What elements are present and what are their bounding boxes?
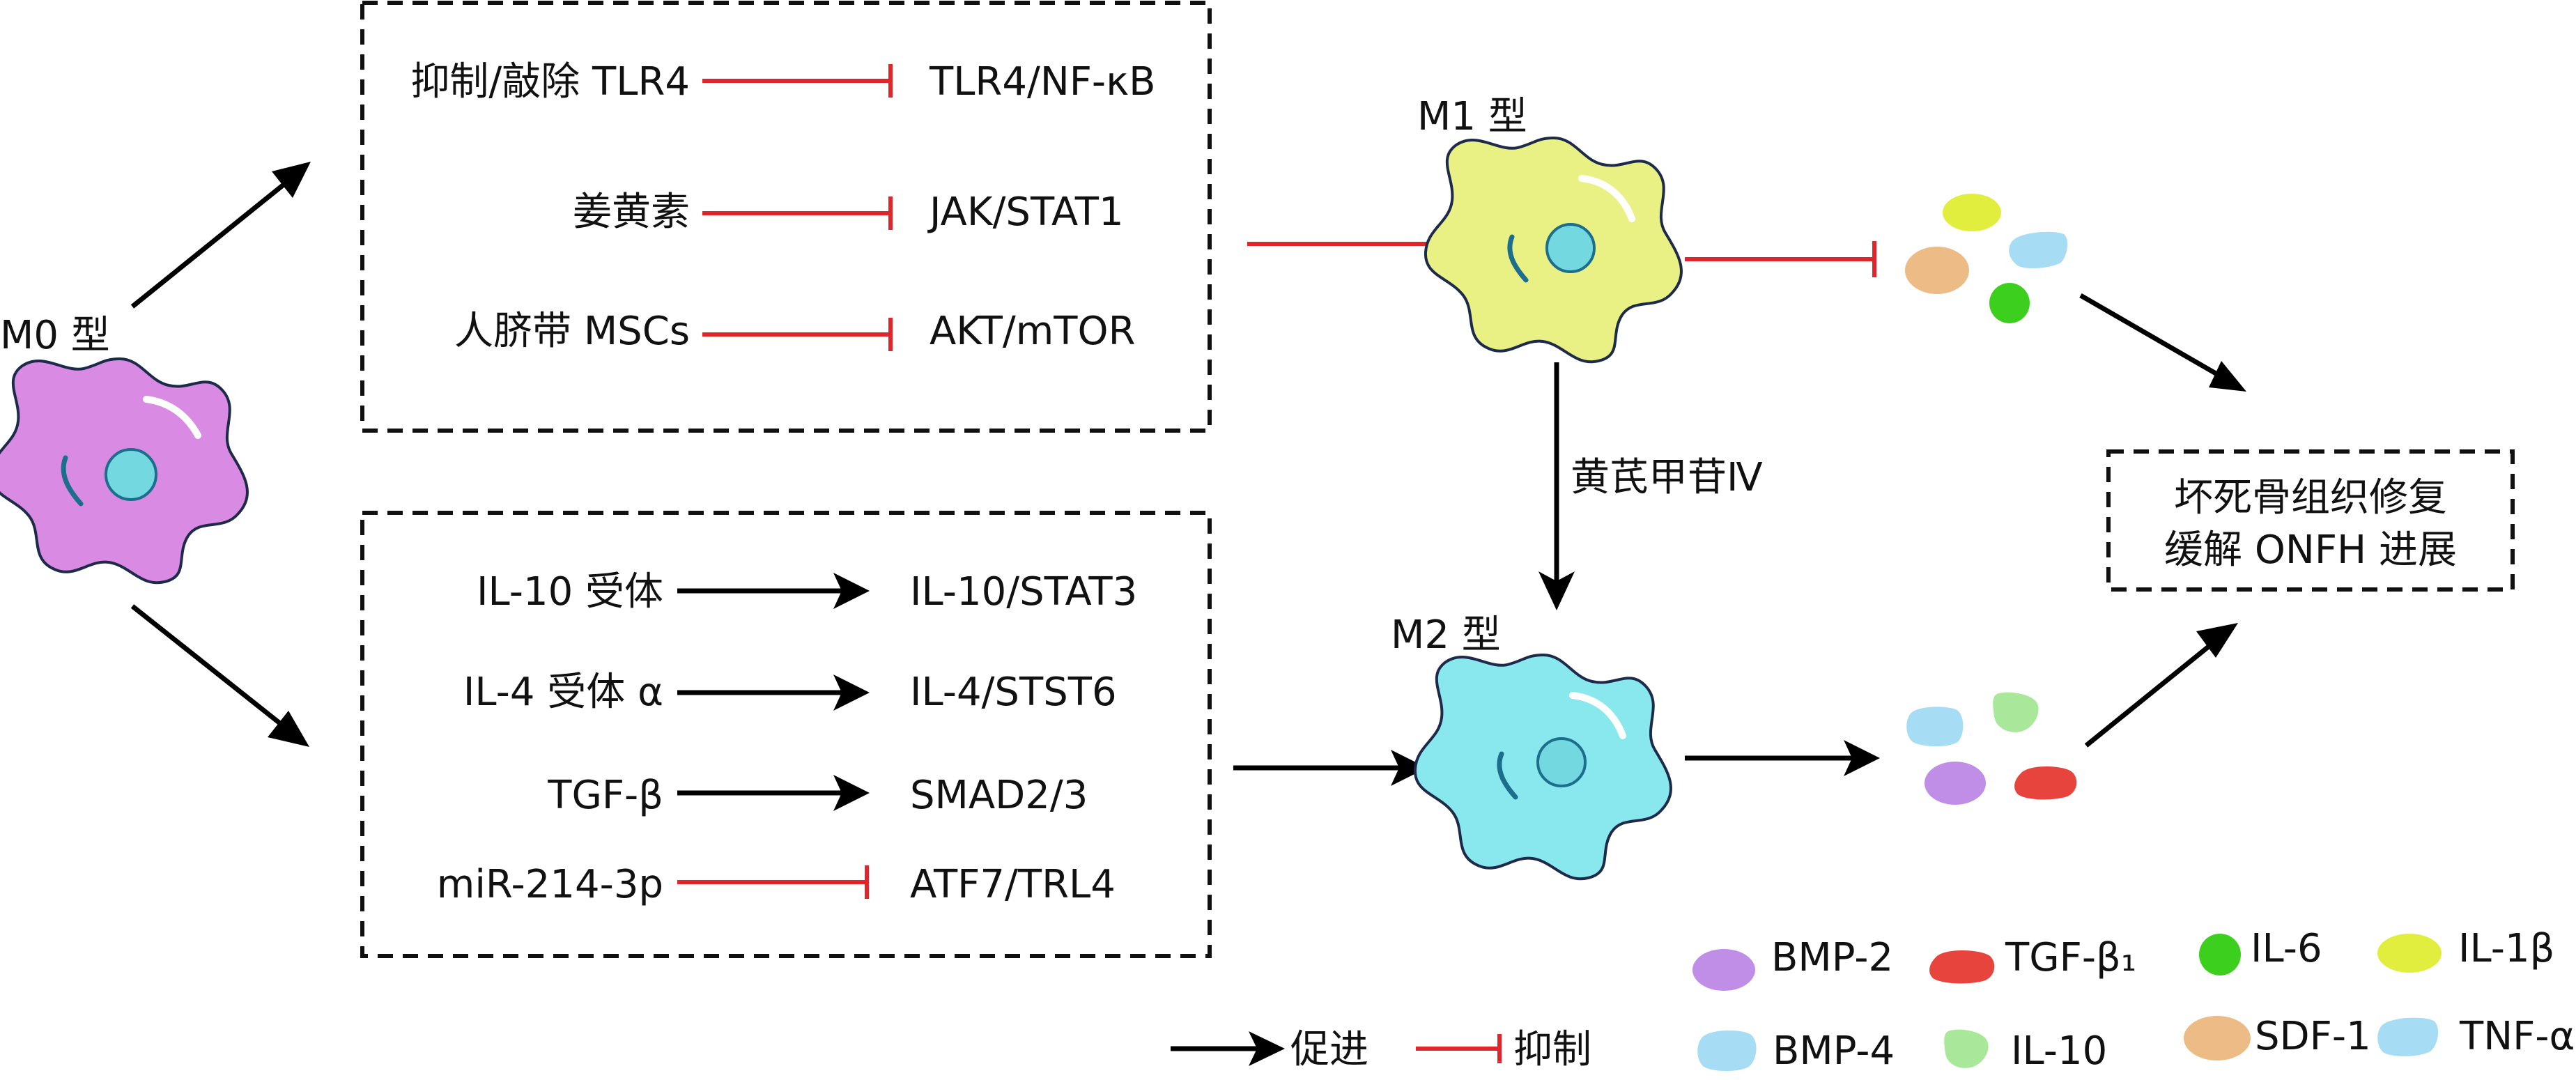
outcome-box [2106,449,2515,592]
legend-il1b: IL-1β [2377,926,2554,973]
il6-blob [1989,283,2030,323]
m1-to-m2-arrowhead [1538,571,1575,610]
legend-tnfa-swatch [2377,1017,2439,1056]
m2-label: M2 型 [1391,612,1501,658]
legend-tnfa: TNF-α [2377,1014,2575,1059]
upper-row-2: 姜黄素 JAK/STAT1 [573,190,1124,235]
legend-tgfb1-label: TGF-β₁ [2005,935,2136,980]
legend-promote-arrowhead [1249,1031,1285,1066]
outcome-line-1: 坏死骨组织修复 [2174,475,2447,520]
sdf1-blob [1905,247,1969,294]
lower-row-3-arrowhead [833,775,870,811]
lower-row-3: TGF-β SMAD2/3 [547,773,1088,818]
legend-il1b-swatch [2377,934,2442,973]
legend-bmp4-swatch [1697,1030,1757,1072]
lower-row-4-right: ATF7/TRL4 [910,862,1116,907]
lower-row-1: IL-10 受体 IL-10/STAT3 [477,569,1137,615]
legend-factors: BMP-2 TGF-β₁ IL-6 IL-1β BMP-4 IL-10 SDF-… [1692,926,2575,1074]
tgfb1-blob [2014,766,2077,800]
m0-to-upper-arrow [130,165,307,309]
m0-to-lower-arrow [130,604,303,742]
m0-cell [0,357,249,585]
lower-row-1-left: IL-10 受体 [477,569,663,615]
legend-arrows: 促进 抑制 [1171,1027,1591,1072]
m0-squiggle [61,455,84,507]
legend-il6-label: IL-6 [2251,926,2322,971]
lower-row-1-right: IL-10/STAT3 [910,569,1137,615]
m2-factors-to-outcome-arrowhead [2196,623,2238,658]
lower-row-1-arrowhead [833,573,870,609]
astragaloside-label: 黄芪甲苷Ⅳ [1571,455,1763,500]
m1-cell [1424,137,1683,364]
m1-nucleus [1545,223,1596,273]
il10-blob [1993,692,2039,732]
m2-factors-to-outcome-arrow [2084,638,2219,748]
legend-bmp4-label: BMP-4 [1773,1028,1895,1074]
legend-bmp2: BMP-2 [1692,935,1893,991]
lower-to-m2-arrowhead [1391,750,1427,786]
legend-bmp4: BMP-4 [1697,1028,1895,1074]
upper-row-1-left: 抑制/敲除 TLR4 [410,59,690,105]
upper-box [360,1,1212,433]
legend-bmp2-label: BMP-2 [1771,935,1893,980]
m1-factor-cluster [1905,194,2068,323]
bmp2-blob [1925,762,1986,805]
lower-row-2-left: IL-4 受体 α [463,670,663,715]
m0-to-lower-arrowhead [268,711,309,747]
m1-factors-to-outcome-arrow [2079,293,2227,382]
bmp4-blob [1906,707,1964,747]
legend-sdf1-swatch [2184,1016,2251,1060]
legend-il6: IL-6 [2199,926,2322,975]
il1b-blob [1943,194,2001,231]
upper-row-3: 人脐带 MSCs AKT/mTOR [454,309,1135,354]
lower-row-2: IL-4 受体 α IL-4/STST6 [463,670,1117,715]
upper-row-2-left: 姜黄素 [573,190,690,235]
legend-il6-swatch [2199,934,2241,975]
m1-highlight [1578,175,1635,222]
m2-cell [1413,654,1673,881]
outcome-line-2: 缓解 ONFH 进展 [2164,527,2457,573]
upper-row-3-left: 人脐带 MSCs [454,309,690,354]
upper-row-3-right: AKT/mTOR [930,309,1136,354]
lower-row-3-left: TGF-β [547,773,663,818]
m2-factor-cluster [1906,692,2077,805]
m0-label: M0 型 [0,313,110,358]
m0-highlight [143,396,201,439]
legend-tnfa-label: TNF-α [2459,1014,2575,1059]
m2-squiggle [1497,751,1518,800]
lower-row-2-right: IL-4/STST6 [910,670,1117,715]
legend-il1b-label: IL-1β [2458,926,2554,971]
lower-row-4: miR-214-3p ATF7/TRL4 [437,862,1116,907]
legend-il10: IL-10 [1944,1028,2107,1074]
m2-nucleus [1536,737,1587,787]
legend-inhibit-label: 抑制 [1513,1027,1591,1072]
legend-il10-swatch [1944,1029,1989,1068]
legend-promote-label: 促进 [1290,1027,1368,1072]
lower-row-3-right: SMAD2/3 [910,773,1088,818]
m0-nucleus [105,448,157,501]
lower-row-4-left: miR-214-3p [437,862,663,907]
legend-il10-label: IL-10 [2011,1028,2107,1074]
upper-row-1-right: TLR4/NF-κB [929,59,1156,105]
m1-label: M1 型 [1417,94,1527,139]
m2-to-factors-arrowhead [1844,740,1880,776]
legend-sdf1-label: SDF-1 [2255,1014,2371,1059]
lower-box [360,511,1212,958]
m0-to-upper-arrowhead [272,162,311,198]
legend-sdf1: SDF-1 [2184,1014,2371,1060]
m1-factors-to-outcome-arrowhead [2209,361,2246,392]
m1-squiggle [1507,234,1529,283]
upper-row-2-right: JAK/STAT1 [927,190,1124,235]
upper-row-1: 抑制/敲除 TLR4 TLR4/NF-κB [410,59,1155,105]
m2-highlight [1569,692,1626,739]
legend-tgfb1: TGF-β₁ [1929,935,2136,984]
tnfa-blob [2009,231,2068,269]
lower-row-2-arrowhead [833,674,870,711]
legend-tgfb1-swatch [1929,950,1995,984]
legend-bmp2-swatch [1692,949,1755,991]
